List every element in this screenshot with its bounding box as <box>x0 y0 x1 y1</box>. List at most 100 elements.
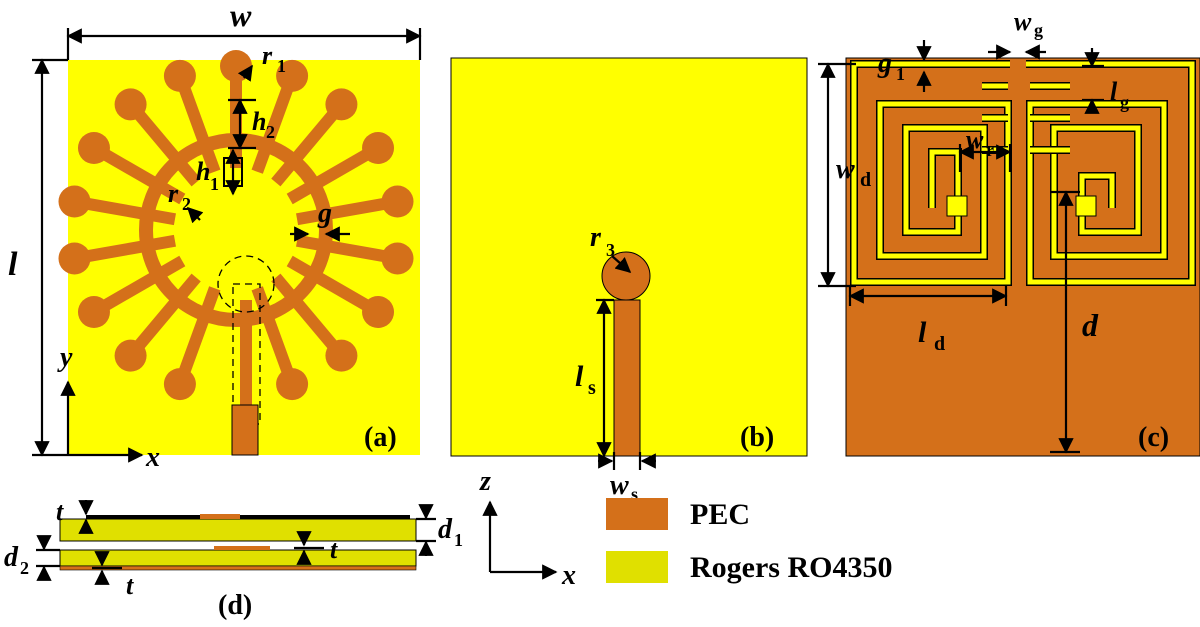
dim-r1-label: r <box>262 41 273 70</box>
petal-stem <box>271 273 343 355</box>
dim-d1-label: d <box>438 514 453 545</box>
dim-d2-sub: 2 <box>20 558 29 578</box>
dim-h1-sub: 1 <box>210 174 219 194</box>
petal-disk <box>163 368 196 401</box>
dim-r3-label: r <box>590 222 602 253</box>
dim-r1-sub: 1 <box>277 56 286 76</box>
petal-stem <box>286 255 376 315</box>
dim-r3-arrow <box>611 255 632 274</box>
petal-stem <box>251 79 296 174</box>
dim-h2-sub: 2 <box>266 122 275 142</box>
dim-l-label: l <box>8 246 18 283</box>
dim-d1-sub: 1 <box>454 530 463 550</box>
petal-stem <box>79 234 176 264</box>
petal-disk <box>362 296 395 328</box>
dim-r2-sub: 2 <box>182 194 191 214</box>
legend-label-substrate: Rogers RO4350 <box>690 551 892 584</box>
dim-ls-sub: s <box>588 377 596 399</box>
upper-substrate <box>59 518 417 542</box>
feed-trace <box>240 300 252 410</box>
petal-disk <box>325 88 358 121</box>
legend-swatch-pec <box>606 498 668 530</box>
petal-stem <box>251 286 296 381</box>
dim-t-top-label: t <box>56 497 64 526</box>
dim-ld-label: l <box>918 316 927 349</box>
dim-wd-sub: d <box>860 169 871 191</box>
dim-lg-sub: g <box>1120 92 1129 112</box>
petal-disk <box>58 242 91 275</box>
dim-w-label: w <box>230 0 252 33</box>
dim-t-mid-label: t <box>330 535 338 564</box>
petal-stem <box>286 145 376 205</box>
dim-wr-label: w <box>966 125 984 154</box>
petal-stem <box>129 273 201 355</box>
petal-disk <box>114 339 147 372</box>
panel-c: w g g 1 l g w d w r l d d (c <box>818 7 1200 457</box>
lower-metal-top <box>214 546 270 550</box>
feed-line <box>613 299 641 457</box>
petal-disk <box>381 242 414 275</box>
dim-wg-label: w <box>1014 7 1032 36</box>
axis-y-label: y <box>57 342 73 373</box>
upper-metal-top <box>86 515 410 519</box>
petal-stem <box>296 234 393 264</box>
dim-wg-sub: g <box>1034 20 1043 40</box>
petal-disk <box>114 88 147 121</box>
panel-c-caption: (c) <box>1138 422 1169 453</box>
dim-h1-label: h <box>196 157 210 186</box>
petal-disk <box>77 132 110 164</box>
feed-pad-outline <box>217 255 275 313</box>
dim-h2-label: h <box>252 107 266 136</box>
dim-wd-label: w <box>836 154 855 185</box>
lower-ground <box>59 565 417 571</box>
panel-a: w l r 1 h 2 h 1 r 2 g y x (a) <box>8 0 422 473</box>
petal-stem <box>129 105 201 187</box>
panel-d: t t t d 1 d 2 z x (d) <box>4 466 576 621</box>
petal-disk <box>163 59 196 92</box>
petal-disk <box>58 185 91 218</box>
petal-disk <box>381 185 414 218</box>
dim-g1-sub: 1 <box>896 64 905 84</box>
petal-stem <box>176 79 221 174</box>
dim-r3-sub: 3 <box>606 240 615 260</box>
dim-r1-arrow <box>237 64 253 82</box>
dim-ld-sub: d <box>934 333 945 355</box>
dim-lg-label: l <box>1110 77 1118 106</box>
dim-r2-arrow <box>186 206 204 224</box>
dim-wr-sub: r <box>986 140 994 160</box>
petal-stem <box>176 286 221 381</box>
petal-disk <box>276 368 309 401</box>
petal-stem <box>96 145 186 205</box>
petal-stem <box>296 196 393 226</box>
petal-stem <box>271 105 343 187</box>
feed-stub <box>231 404 259 456</box>
dim-ws-sub: s <box>631 484 638 504</box>
spiral-right-fill <box>1026 61 1195 285</box>
dim-t-bot-label: t <box>126 571 134 600</box>
upper-metal-top-pec <box>200 514 240 519</box>
dim-d2-label: d <box>4 542 19 573</box>
lower-substrate <box>59 549 417 567</box>
spiral-left-fill <box>851 61 1011 285</box>
legend-label-pec: PEC <box>690 498 750 531</box>
dim-g-label: g <box>317 198 332 229</box>
dim-g1-label: g <box>877 48 892 79</box>
dim-ws-label: w <box>610 470 629 501</box>
dim-d-label: d <box>1082 307 1099 343</box>
petal-stem <box>79 196 176 226</box>
petal-disk <box>276 59 309 92</box>
legend-swatch-substrate <box>606 551 668 583</box>
legend: PEC Rogers RO4350 <box>606 498 892 584</box>
petal-disk <box>220 50 252 82</box>
axis-x-label: x <box>145 442 160 473</box>
axis-x2-label: x <box>561 560 576 591</box>
flower-radiator <box>58 50 414 410</box>
petal-stem <box>96 255 186 315</box>
spiral-pad-0 <box>946 195 968 217</box>
dim-r2-label: r <box>168 179 179 208</box>
panel-b: r 3 l s w s (b) <box>450 57 808 504</box>
spiral-slots <box>850 60 1196 286</box>
axis-z-label: z <box>479 466 491 497</box>
petal-disk <box>362 132 395 164</box>
